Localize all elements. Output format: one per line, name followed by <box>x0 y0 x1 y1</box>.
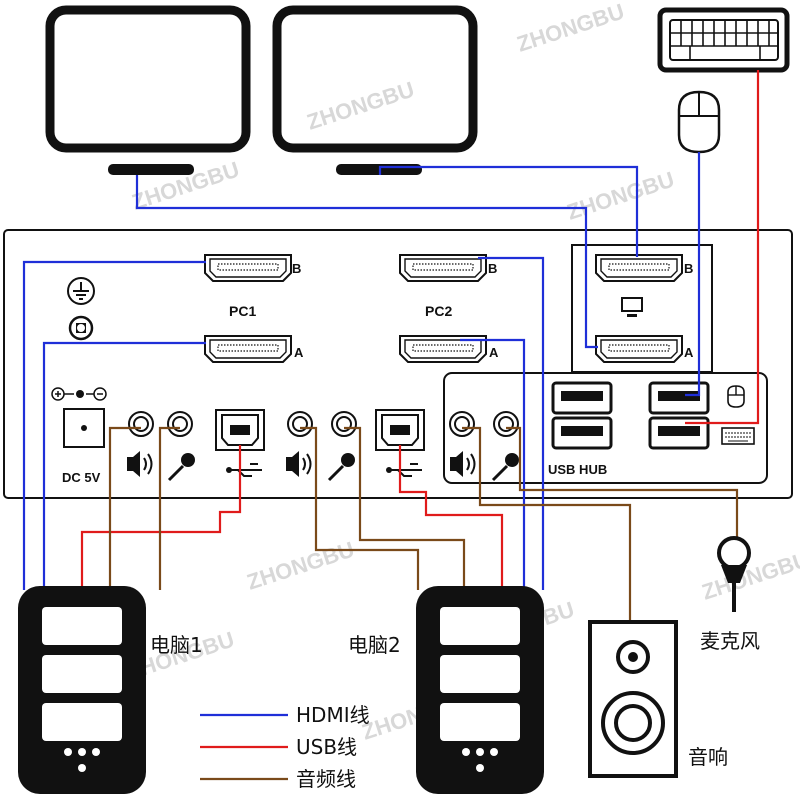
usb-hub-panel <box>443 372 768 484</box>
usb-cables <box>80 70 760 590</box>
keyboard-small-icon <box>721 427 755 445</box>
mouse-small-icon <box>727 385 745 408</box>
pc2-mic-jack <box>331 411 357 437</box>
usb-hub-port <box>551 416 613 450</box>
svg-text:ZHONGBU: ZHONGBU <box>564 167 678 225</box>
pc1-speaker-jack <box>128 411 154 437</box>
usb-hub-port <box>551 381 613 415</box>
speaker-icon <box>127 451 153 477</box>
svg-text:ZHONGBU: ZHONGBU <box>514 0 628 57</box>
out-speaker-jack <box>449 411 475 437</box>
monitor-small-icon <box>621 297 643 317</box>
computer-1-label: 电脑1 <box>150 633 203 657</box>
screw-icon <box>68 315 94 341</box>
monitor-hdmi-b-label: B <box>684 261 693 276</box>
pc1-hdmi-b-port <box>204 254 292 282</box>
pc1-hdmi-a-label: A <box>294 345 304 360</box>
pc1-mic-jack <box>167 411 193 437</box>
pc2-hdmi-b-port <box>399 254 487 282</box>
dc-power-port <box>63 408 105 448</box>
hdmi-cables <box>22 152 701 590</box>
microphone-icon <box>327 453 355 482</box>
out-mic-jack <box>493 411 519 437</box>
svg-text:ZHONGBU: ZHONGBU <box>244 537 358 595</box>
keyboard-icon <box>657 7 790 73</box>
pc2-speaker-jack <box>287 411 313 437</box>
speaker-icon <box>286 451 312 477</box>
monitor-hdmi-a-port <box>595 335 683 363</box>
microphone-label: 麦克风 <box>700 629 760 653</box>
legend-hdmi-label: HDMI线 <box>296 703 370 727</box>
dc-power-label: DC 5V <box>62 470 101 485</box>
microphone-device <box>717 536 751 612</box>
monitor-1 <box>45 5 251 175</box>
monitor-hdmi-a-label: A <box>684 345 694 360</box>
pc1-title: PC1 <box>229 303 256 319</box>
svg-text:ZHONGBU: ZHONGBU <box>304 77 418 135</box>
computer-1 <box>18 586 146 794</box>
usb-hub-label: USB HUB <box>548 462 607 477</box>
monitor-hdmi-b-port <box>595 254 683 282</box>
pc2-hdmi-a-label: A <box>489 345 499 360</box>
pc2-hdmi-b-label: B <box>488 261 497 276</box>
pc2-title: PC2 <box>425 303 452 319</box>
pc1-hdmi-b-label: B <box>292 261 301 276</box>
computer-2-label: 电脑2 <box>348 633 401 657</box>
legend-usb-label: USB线 <box>296 735 357 759</box>
microphone-icon <box>167 453 195 482</box>
ground-icon <box>67 277 95 305</box>
computer-2 <box>416 586 544 794</box>
pc2-usb-b-port <box>375 409 425 451</box>
dc-polarity-icon <box>51 387 107 401</box>
pc1-hdmi-a-port <box>204 335 292 363</box>
legend-audio-label: 音频线 <box>296 767 356 791</box>
audio-cables <box>108 426 739 622</box>
speaker-device <box>588 620 678 778</box>
microphone-icon <box>491 453 519 482</box>
legend: HDMI线 USB线 音频线 <box>200 703 370 791</box>
speaker-icon <box>450 451 476 477</box>
mouse-icon <box>677 90 721 154</box>
speaker-label: 音响 <box>688 745 728 769</box>
pc1-usb-b-port <box>215 409 265 451</box>
